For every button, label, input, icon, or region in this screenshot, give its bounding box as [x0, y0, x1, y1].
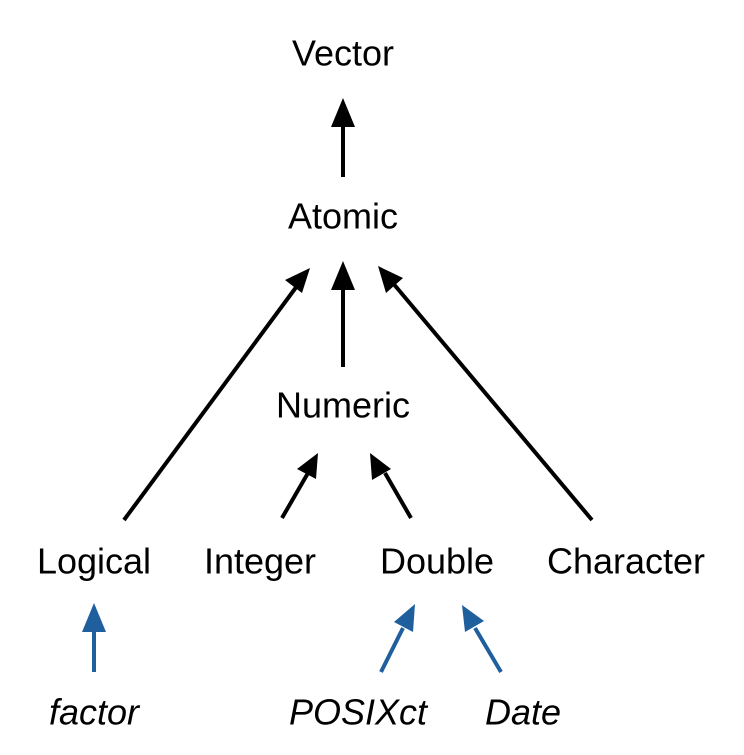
s3-class-arrows [82, 603, 503, 674]
arrowhead-atomic-left [285, 268, 310, 293]
arrow-integer-to-numeric [280, 471, 310, 520]
node-double: Double [380, 541, 494, 582]
arrowhead-double-left [394, 604, 415, 632]
base-type-arrows [122, 98, 594, 522]
arrow-logical-to-atomic [122, 284, 299, 522]
node-atomic: Atomic [288, 196, 398, 237]
arrowhead-double-right [462, 605, 484, 632]
arrow-character-to-atomic [390, 280, 594, 522]
arrowhead-numeric-left [297, 453, 318, 479]
node-vector: Vector [292, 33, 394, 74]
arrowhead-atomic-center [331, 261, 355, 290]
node-posixct: POSIXct [289, 692, 429, 733]
node-integer: Integer [204, 541, 316, 582]
node-factor: factor [49, 692, 141, 733]
node-date: Date [485, 692, 561, 733]
node-logical: Logical [37, 541, 151, 582]
arrowhead-numeric-right [370, 453, 391, 480]
arrowhead-vector [331, 98, 355, 127]
arrowhead-logical [82, 603, 106, 632]
node-numeric: Numeric [276, 385, 410, 426]
arrowhead-atomic-right [378, 266, 403, 293]
arrow-date-to-double [473, 626, 503, 674]
arrow-posixct-to-double [379, 627, 405, 673]
arrow-double-to-numeric [383, 471, 413, 520]
node-character: Character [547, 541, 705, 582]
